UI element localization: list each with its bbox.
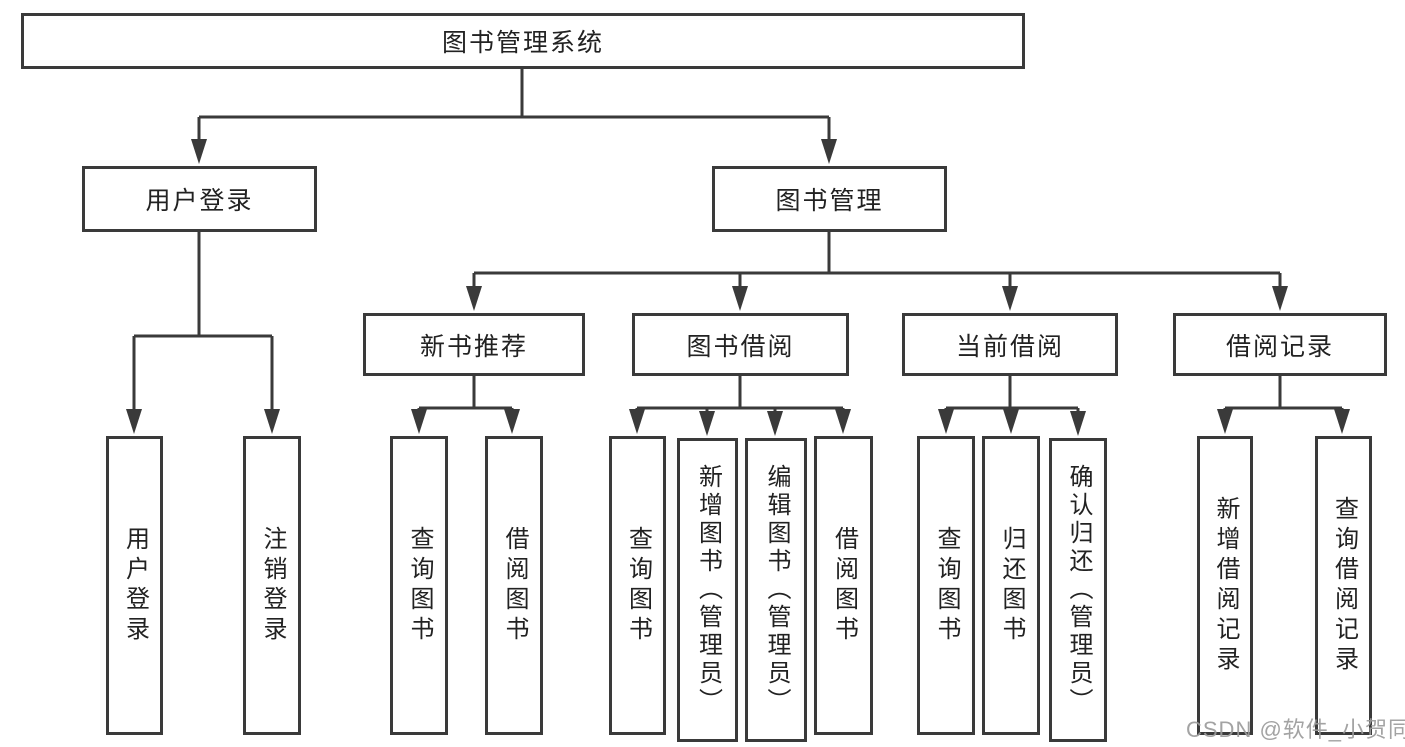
node-current-borrow-label: 当前借阅 <box>955 332 1064 361</box>
leaf-recommend-query-books: 查询图书 <box>390 436 448 735</box>
node-new-book-recommend-label: 新书推荐 <box>419 332 528 361</box>
arrowheads <box>126 139 1350 436</box>
node-current-borrow: 当前借阅 <box>902 313 1118 376</box>
leaf-current-return-books-label: 归还图书 <box>998 525 1025 646</box>
leaf-user-login: 用户登录 <box>106 436 163 735</box>
node-root-system-label: 图书管理系统 <box>441 29 604 57</box>
node-book-borrow-label: 图书借阅 <box>686 332 795 361</box>
node-book-management-label: 图书管理 <box>775 187 884 215</box>
leaf-recommend-borrow-books-label: 借阅图书 <box>501 525 528 646</box>
leaf-borrow-borrow-books-label: 借阅图书 <box>830 525 858 646</box>
leaf-borrow-query-books-label: 查询图书 <box>624 525 652 646</box>
node-book-borrow: 图书借阅 <box>632 313 849 376</box>
csdn-watermark: CSDN @软件_小贺同学 <box>1186 717 1405 742</box>
leaf-borrow-add-books-admin: 新增图书（管理员） <box>677 438 738 742</box>
leaf-borrow-edit-books-admin: 编辑图书（管理员） <box>745 438 807 742</box>
node-user-login-label: 用户登录 <box>145 187 254 215</box>
node-borrow-records-label: 借阅记录 <box>1225 332 1334 361</box>
leaf-borrow-add-books-admin-label: 新增图书（管理员） <box>694 464 722 716</box>
node-book-management: 图书管理 <box>712 166 947 232</box>
node-root-system: 图书管理系统 <box>21 13 1025 69</box>
leaf-current-return-books: 归还图书 <box>982 436 1040 735</box>
leaf-borrow-borrow-books: 借阅图书 <box>814 436 873 735</box>
leaf-records-query-record-label: 查询借阅记录 <box>1330 495 1358 676</box>
leaf-recommend-borrow-books: 借阅图书 <box>485 436 543 735</box>
node-user-login: 用户登录 <box>82 166 317 232</box>
leaf-current-confirm-return-admin: 确认归还（管理员） <box>1049 438 1107 742</box>
leaf-user-login-label: 用户登录 <box>121 525 149 646</box>
leaf-recommend-query-books-label: 查询图书 <box>406 525 433 646</box>
leaf-records-add-record: 新增借阅记录 <box>1197 436 1253 735</box>
leaf-current-query-books-label: 查询图书 <box>933 525 960 646</box>
leaf-logout-label: 注销登录 <box>259 525 286 646</box>
leaf-records-add-record-label: 新增借阅记录 <box>1212 495 1239 676</box>
node-new-book-recommend: 新书推荐 <box>363 313 585 376</box>
leaf-records-query-record: 查询借阅记录 <box>1315 436 1372 735</box>
leaf-current-query-books: 查询图书 <box>917 436 975 735</box>
leaf-borrow-query-books: 查询图书 <box>609 436 666 735</box>
leaf-current-confirm-return-admin-label: 确认归还（管理员） <box>1065 464 1092 716</box>
node-borrow-records: 借阅记录 <box>1173 313 1387 376</box>
leaf-logout: 注销登录 <box>243 436 301 735</box>
leaf-borrow-edit-books-admin-label: 编辑图书（管理员） <box>763 464 790 716</box>
